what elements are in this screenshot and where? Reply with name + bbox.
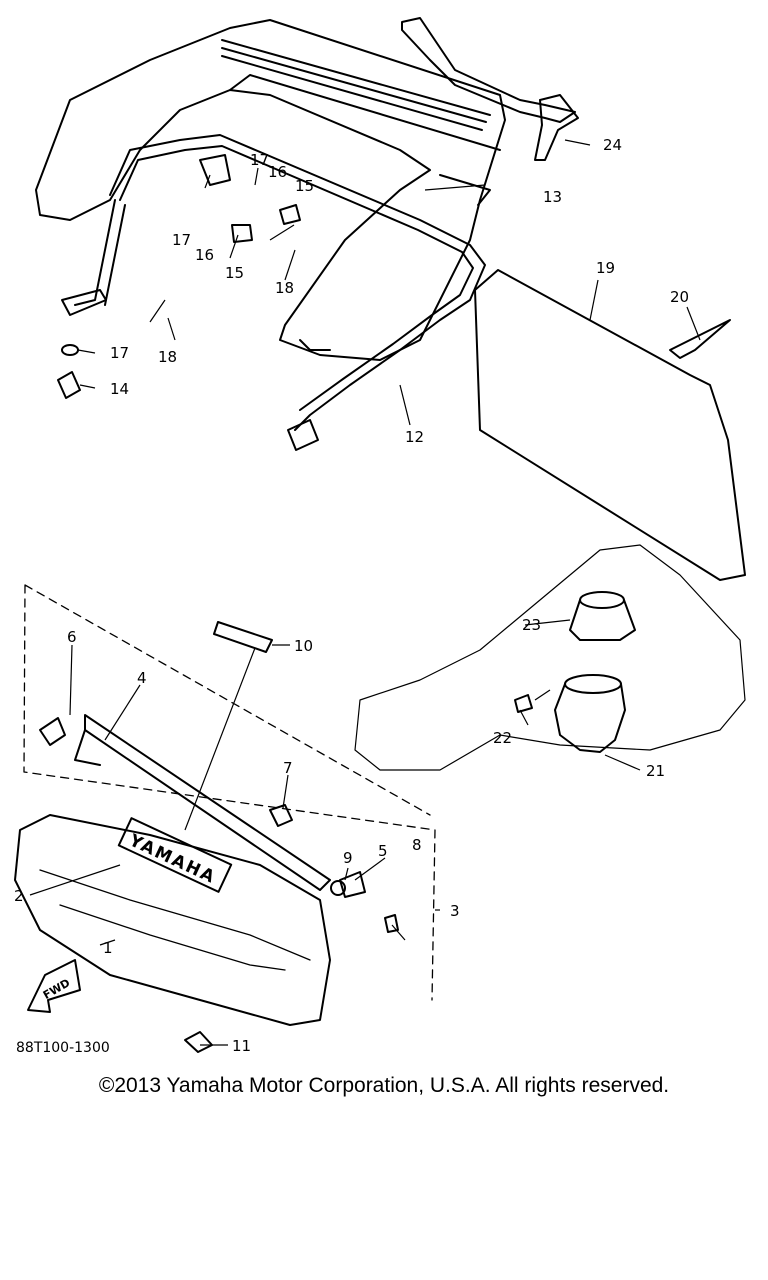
fwd-arrow-icon	[27, 959, 81, 1013]
clip-part-6	[39, 717, 66, 746]
callout-7: 7	[283, 759, 293, 777]
callout-9: 9	[343, 849, 353, 867]
callout-11: 11	[232, 1037, 251, 1055]
callout-17a: 17	[172, 231, 191, 249]
callout-24: 24	[603, 136, 622, 154]
callout-21: 21	[646, 762, 665, 780]
callout-15a: 15	[225, 264, 244, 282]
assembly-outline-part-3	[23, 584, 436, 1001]
cap-part-23	[569, 591, 636, 641]
callout-12: 12	[405, 428, 424, 446]
callout-8: 8	[412, 836, 422, 854]
callout-18a: 18	[158, 348, 177, 366]
callout-14: 14	[110, 380, 129, 398]
bolt-part-15b	[279, 204, 301, 225]
callout-22: 22	[493, 729, 512, 747]
plug-part-22	[514, 694, 533, 713]
strip-part-10	[213, 621, 273, 653]
callout-10: 10	[294, 637, 313, 655]
callout-2: 2	[14, 887, 24, 905]
callout-18b: 18	[275, 279, 294, 297]
callout-3: 3	[450, 902, 460, 920]
bracket-part-24	[401, 17, 579, 161]
callout-15b: 15	[295, 177, 314, 195]
front-cover-part-1	[14, 814, 331, 1026]
callout-1: 1	[103, 939, 113, 957]
callout-16a: 16	[195, 246, 214, 264]
pin-part-20	[669, 319, 731, 359]
washer-part-17	[61, 344, 79, 356]
rear-rack-part-13	[35, 19, 506, 361]
callout-6: 6	[67, 628, 77, 646]
ring-part-9	[330, 880, 346, 896]
bolt-part-15	[231, 224, 253, 243]
bolt-part-7	[269, 804, 293, 827]
bolt-part-11	[184, 1031, 213, 1053]
callout-23: 23	[522, 616, 541, 634]
parts-diagram: 1 2 3 4 5 6 7 8 9 10 11 12 13 14 15 15 1…	[14, 17, 746, 1056]
rear-body-shell	[354, 544, 746, 771]
callout-5: 5	[378, 842, 388, 860]
callout-13: 13	[543, 188, 562, 206]
callout-19: 19	[596, 259, 615, 277]
frame-tube-part-12	[61, 134, 486, 451]
brand-label: YAMAHA	[125, 830, 219, 888]
drawing-code: 88T100-1300	[16, 1040, 110, 1056]
rail-part-4	[74, 714, 331, 891]
copyright-notice: ©2013 Yamaha Motor Corporation, U.S.A. A…	[98, 1074, 670, 1097]
callout-4: 4	[137, 669, 147, 687]
pin-part-8	[384, 914, 399, 933]
callout-16b: 16	[268, 163, 287, 181]
panel-outline-part-19	[474, 269, 746, 581]
callout-20: 20	[670, 288, 689, 306]
callout-labels: 1 2 3 4 5 6 7 8 9 10 11 12 13 14 15 15 1…	[14, 136, 689, 1056]
fitting-part-21	[554, 674, 626, 753]
fastener-part-14	[57, 371, 81, 399]
callout-17c: 17	[110, 344, 129, 362]
callout-17b: 17	[250, 151, 269, 169]
emblem-part-2	[117, 817, 233, 893]
